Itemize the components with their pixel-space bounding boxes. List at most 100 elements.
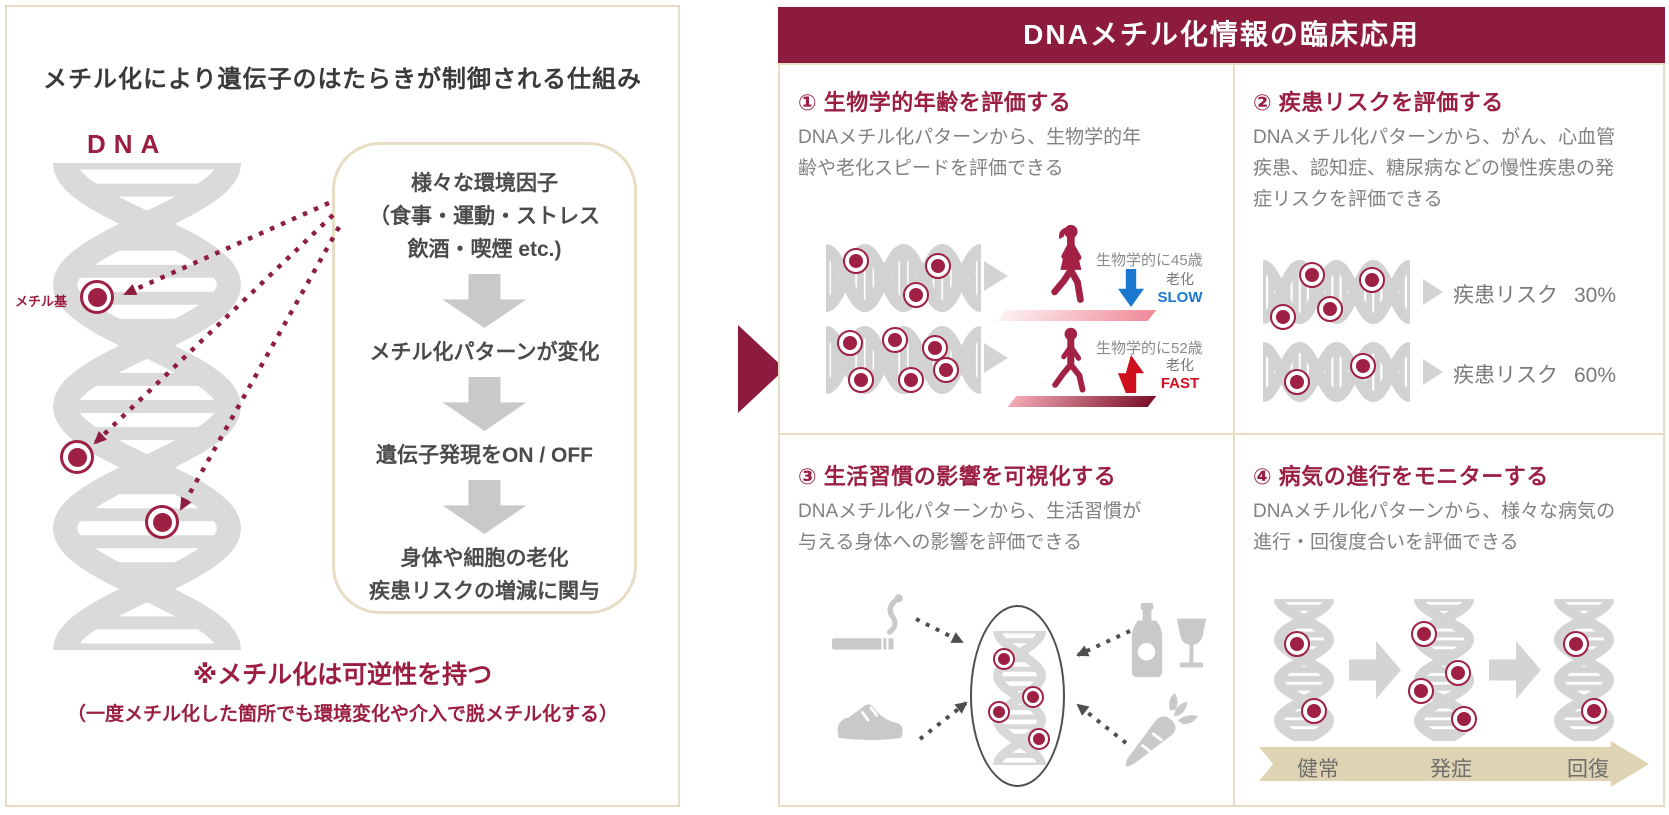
panel-transition-arrow-icon (738, 325, 785, 413)
triangle-right-icon (1423, 359, 1443, 385)
aging-word: 老化 (1166, 271, 1194, 287)
arrow-right-icon (1349, 641, 1401, 699)
biological-age-label: 生物学的に45歳 (1096, 252, 1203, 269)
methyl-dot (1359, 267, 1385, 293)
quadrant-3-title: ③ 生活習慣の影響を可視化する (798, 464, 1117, 489)
progress-timeline-arrow (1259, 741, 1649, 787)
quadrant-lifestyle-impact: ③ 生活習慣の影響を可視化する DNAメチル化パターンから、生活習慣が与える身体… (780, 435, 1235, 805)
risk-value: 30% (1574, 284, 1617, 307)
dna-strand-icon (1257, 341, 1416, 403)
dotted-arrows-lifestyle (915, 617, 1131, 745)
methyl-dot (848, 367, 874, 393)
risk-value: 60% (1574, 364, 1617, 387)
aging-word: 老化 (1166, 357, 1194, 373)
methyl-dot (1451, 706, 1477, 732)
risk-row: 疾患リスク 60% (1453, 359, 1616, 389)
dna-strand-icon (1408, 594, 1477, 746)
quadrant-4-body: DNAメチル化パターンから、様々な病気の進行・回復度合いを評価できる (1253, 501, 1616, 553)
quadrant-3-body: DNAメチル化パターンから、生活習慣が与える身体への影響を評価できる (798, 501, 1142, 553)
methyl-dot (1022, 686, 1044, 708)
methyl-dot (1445, 660, 1471, 686)
quadrant-4-title: ④ 病気の進行をモニターする (1253, 464, 1549, 489)
methyl-dot (988, 701, 1010, 723)
methyl-dot (1284, 369, 1310, 395)
reversibility-note-title: ※メチル化は可逆性を持つ (192, 661, 493, 689)
aging-track-slow (997, 310, 1157, 321)
stage-onset-label: 発症 (1430, 758, 1472, 781)
sneaker-icon (834, 693, 906, 754)
methyl-dot (1350, 353, 1376, 379)
methyl-dot (1028, 728, 1050, 750)
quadrant-disease-risk: ② 疾患リスクを評価する DNAメチル化パターンから、がん、心血管疾患、認知症、… (1235, 65, 1663, 435)
methyl-group-label: メチル基 (15, 294, 68, 309)
cell-ellipse (970, 605, 1065, 787)
walking-man-icon (1048, 327, 1092, 404)
aging-track-fast (1007, 396, 1157, 407)
alcohol-icon (1126, 601, 1212, 690)
methyl-dot (1284, 631, 1310, 657)
methyl-dot (60, 440, 94, 474)
triangle-right-icon (984, 343, 1008, 373)
dna-strand-icon (820, 243, 987, 313)
methyl-dot (882, 327, 908, 353)
left-panel-title: メチル化により遺伝子のはたらきが制御される仕組み (42, 66, 643, 93)
quadrant-disease-monitoring: ④ 病気の進行をモニターする DNAメチル化パターンから、様々な病気の進行・回復… (1235, 435, 1663, 805)
risk-label: 疾患リスク (1453, 284, 1558, 307)
risk-label: 疾患リスク (1453, 364, 1558, 387)
methyl-dot (145, 505, 179, 539)
methyl-dots-layer (7, 7, 682, 809)
right-panel-grid: ① 生物学的年齢を評価する DNAメチル化パターンから、生物学的年齢や老化スピー… (778, 63, 1665, 807)
dna-strand-icon (1273, 594, 1335, 746)
methyl-dot (925, 253, 951, 279)
dna-strand-icon (820, 325, 987, 395)
aging-speed-slow: 老化 SLOW (1148, 271, 1212, 307)
reversibility-note-sub: （一度メチル化した箇所でも環境変化や介入で脱メチル化する） (66, 704, 618, 725)
quadrant-2-title: ② 疾患リスクを評価する (1253, 90, 1504, 115)
risk-row: 疾患リスク 30% (1453, 279, 1616, 309)
dna-label: DNA (87, 129, 168, 159)
dna-strand-icon (1257, 259, 1416, 330)
speed-fast-label: FAST (1160, 374, 1200, 392)
triangle-right-icon (1423, 279, 1443, 305)
quadrant-1-title: ① 生物学的年齢を評価する (798, 90, 1072, 115)
methyl-dot (1581, 698, 1607, 724)
fast-aging-arrow-icon (1118, 355, 1144, 393)
left-panel-mechanism: メチル化により遺伝子のはたらきが制御される仕組み DNA メチル基 様々な環境因… (5, 5, 680, 807)
methyl-dot (843, 248, 869, 274)
stage-recovery-label: 回復 (1567, 758, 1609, 781)
methyl-dot (993, 648, 1015, 670)
triangle-right-icon (984, 261, 1008, 291)
aging-speed-fast: 老化 FAST (1148, 357, 1212, 393)
methyl-dot (80, 280, 114, 314)
right-panel-header: DNAメチル化情報の臨床応用 (778, 7, 1665, 63)
methyl-dot (898, 367, 924, 393)
methyl-dot (933, 357, 959, 383)
methyl-dot (1563, 631, 1589, 657)
quadrant-2-body: DNAメチル化パターンから、がん、心血管疾患、認知症、糖尿病などの慢性疾患の発症… (1253, 127, 1616, 210)
arrow-right-icon (1489, 641, 1541, 699)
stage-healthy-label: 健常 (1297, 758, 1339, 781)
methyl-dot (1317, 296, 1343, 322)
methyl-dot (1299, 262, 1325, 288)
methyl-dot (903, 282, 929, 308)
quadrant-biological-age: ① 生物学的年齢を評価する DNAメチル化パターンから、生物学的年齢や老化スピー… (780, 65, 1235, 435)
flow-step-aging-risk: 身体や細胞の老化 疾患リスクの増減に関与 (369, 547, 600, 603)
dna-strand-icon (1553, 594, 1615, 746)
methyl-dot (1270, 304, 1296, 330)
flow-step-environment: 様々な環境因子 （食事・運動・ストレス 飲酒・喫煙 etc.) (369, 172, 600, 261)
mechanism-flow-box: 様々な環境因子 （食事・運動・ストレス 飲酒・喫煙 etc.) メチル化パターン… (332, 142, 637, 614)
speed-slow-label: SLOW (1157, 288, 1203, 306)
quadrant-1-body: DNAメチル化パターンから、生物学的年齢や老化スピードを評価できる (798, 127, 1142, 179)
biological-age-label: 生物学的に52歳 (1096, 340, 1203, 357)
walking-woman-icon (1044, 223, 1092, 316)
flow-step-pattern-change: メチル化パターンが変化 (369, 341, 600, 364)
carrot-icon (1122, 693, 1212, 776)
dna-helix-icon (52, 151, 242, 662)
methyl-dot (1301, 698, 1327, 724)
flow-step-gene-onoff: 遺伝子発現をON / OFF (376, 444, 593, 467)
dna-helix-icon (992, 626, 1047, 770)
slow-aging-arrow-icon (1118, 269, 1144, 307)
cigarette-icon (830, 593, 908, 666)
methyl-dot (1408, 678, 1434, 704)
dotted-arrows-environment (93, 200, 341, 511)
